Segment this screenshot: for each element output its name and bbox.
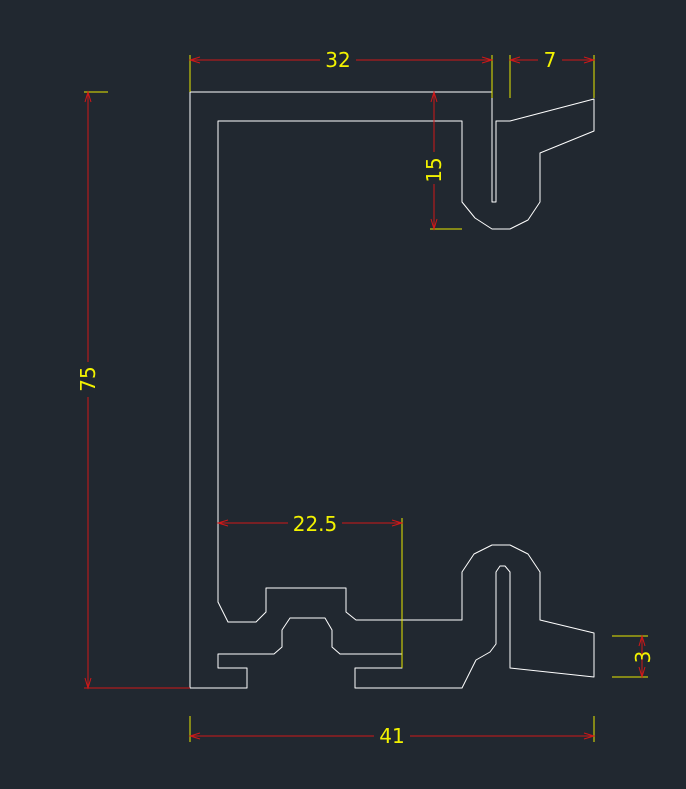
dim-hook-width: 7	[508, 48, 596, 98]
dim-overall-width-arrow-left	[188, 732, 201, 740]
dim-overall-height-arrow-top	[84, 90, 92, 103]
dim-lip-thickness-label: 3	[631, 651, 655, 664]
dim-overall-width-arrow-right	[583, 732, 596, 740]
dim-lip-thickness-arrow-bottom	[638, 666, 646, 679]
dim-bottom-channel-width-label: 22.5	[293, 512, 338, 536]
dim-overall-height-arrow-bottom	[84, 677, 92, 690]
dim-hook-depth: 15	[422, 90, 462, 231]
dim-top-width-label: 32	[325, 48, 350, 72]
dim-bottom-channel-width: 22.5	[216, 512, 404, 668]
dim-lip-thickness-arrow-top	[638, 634, 646, 647]
dim-top-width-arrow-left	[188, 56, 201, 64]
dim-hook-depth-arrow-bottom	[430, 218, 438, 231]
profile-outline	[189, 91, 595, 689]
dim-top-width-arrow-right	[481, 56, 494, 64]
dim-top-width: 32	[188, 48, 494, 98]
dim-hook-depth-label: 15	[422, 157, 446, 182]
dim-overall-width-label: 41	[379, 724, 404, 748]
dim-overall-height: 75	[76, 90, 190, 690]
dim-hook-width-label: 7	[544, 48, 557, 72]
dim-hook-width-arrow-left	[508, 56, 521, 64]
profile-outer-edge	[189, 91, 595, 689]
dim-overall-height-label: 75	[76, 366, 100, 391]
profile-bottom-edge	[189, 544, 595, 689]
dim-overall-width: 41	[188, 716, 596, 748]
dim-lip-thickness: 3	[612, 634, 655, 679]
dim-bottom-channel-width-arrow-right	[391, 519, 404, 527]
dim-hook-depth-arrow-top	[430, 90, 438, 103]
dim-hook-width-arrow-right	[583, 56, 596, 64]
dim-bottom-channel-width-arrow-left	[216, 519, 229, 527]
